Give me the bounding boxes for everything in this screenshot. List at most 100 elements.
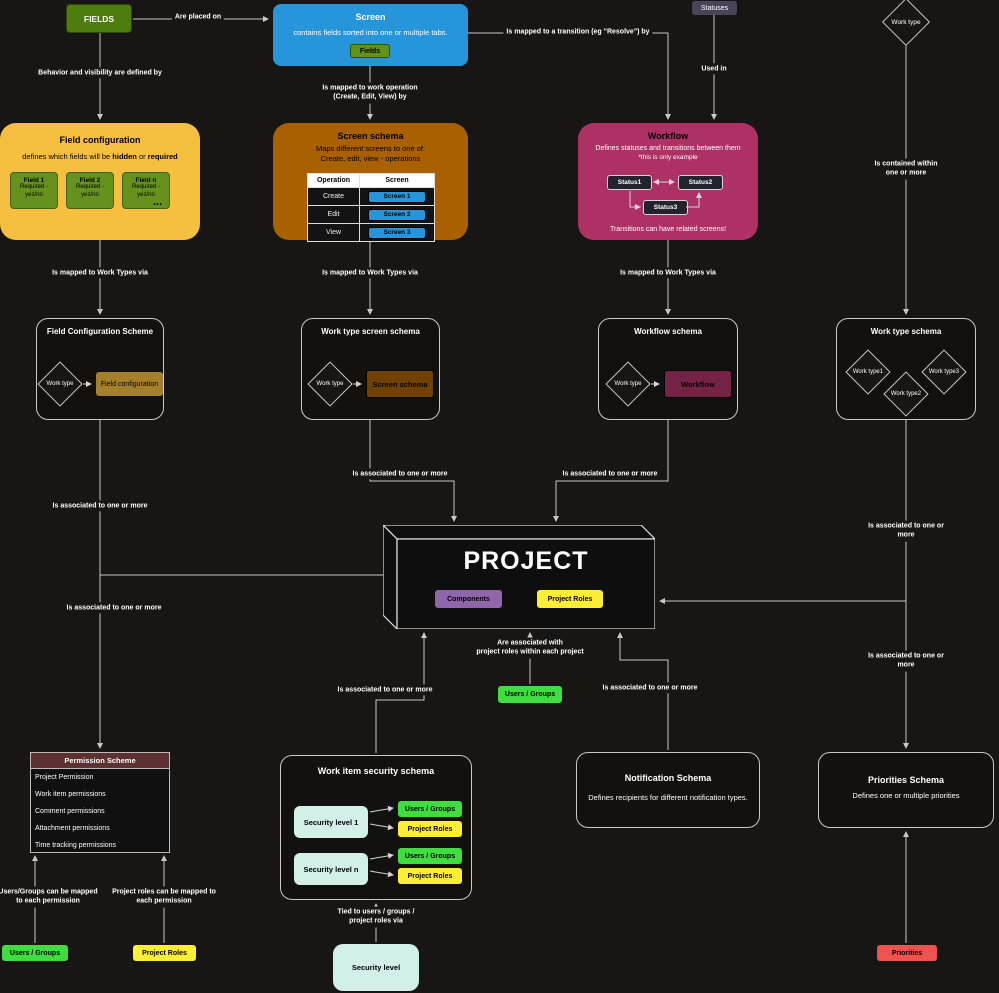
- edge-label-behavior-visibility: Behavior and visibility are defined by: [35, 67, 165, 79]
- screen-node[interactable]: Screen contains fields sorted into one o…: [273, 4, 468, 66]
- edge-label-associated-one-or-more: Is associated to one or more: [599, 682, 701, 694]
- work-type3-diamond[interactable]: Work type3: [918, 349, 970, 395]
- workflow-chip[interactable]: Workflow: [664, 370, 732, 398]
- edge-label-users-groups-mapped: Users/Groups can be mapped to each permi…: [0, 886, 101, 908]
- work-type2-diamond[interactable]: Work type2: [880, 371, 932, 417]
- users-groups-chip[interactable]: Users / Groups: [398, 801, 462, 817]
- edge-label-contained-within: Is contained within one or more: [871, 158, 941, 180]
- screen-schema-card[interactable]: Screen schema Maps different screens to …: [273, 123, 468, 242]
- edge-label-associated-one-or-more: Is associated to one or more: [334, 684, 436, 696]
- project-title: PROJECT: [463, 547, 589, 575]
- fields-button[interactable]: Fields: [350, 44, 390, 58]
- permission-row: Attachment permissions: [35, 825, 110, 832]
- field-ellipsis: ...: [153, 196, 163, 208]
- permission-scheme-header: Permission Scheme: [31, 753, 169, 769]
- status3-chip[interactable]: Status3: [643, 200, 688, 215]
- work-type-screen-schema-title: Work type screen schema: [321, 327, 420, 336]
- screen-schema-chip[interactable]: Screen schema: [366, 370, 434, 398]
- security-level-bottom-chip[interactable]: Security level: [333, 944, 419, 991]
- work-type-diamond[interactable]: Work type: [36, 361, 84, 407]
- notification-schema[interactable]: Notification Schema Defines recipients f…: [576, 752, 760, 828]
- workflow-footer: Transitions can have related screens!: [609, 226, 727, 233]
- notification-schema-title: Notification Schema: [624, 773, 712, 783]
- permission-row: Work item permissions: [35, 791, 106, 798]
- table-header-operation: Operation: [308, 174, 360, 187]
- edge-label-tied-to-via: Tied to users / groups / project roles v…: [334, 906, 418, 928]
- fields-label: FIELDS: [83, 13, 115, 24]
- operation-cell: Create: [308, 188, 360, 205]
- operation-cell: View: [308, 224, 360, 241]
- work-item-security-schema-title: Work item security schema: [317, 766, 435, 776]
- edge-label-used-in: Used in: [698, 63, 730, 75]
- project-3d-box: [381, 523, 657, 631]
- edge-label-associated-one-or-more: Is associated to one or more: [859, 520, 953, 542]
- users-groups-chip[interactable]: Users / Groups: [398, 848, 462, 864]
- screen-3-chip[interactable]: Screen 3: [368, 226, 426, 239]
- work-type1-diamond[interactable]: Work type1: [842, 349, 894, 395]
- operation-cell: Edit: [308, 206, 360, 223]
- screen-1-chip[interactable]: Screen 1: [368, 190, 426, 203]
- workflow-body2: *this is only example: [638, 154, 698, 161]
- edge-label-mapped-to-work-types: Is mapped to Work Types via: [319, 267, 421, 279]
- permission-scheme[interactable]: Permission Scheme Project Permission Wor…: [30, 752, 170, 853]
- permission-row: Comment permissions: [35, 808, 105, 815]
- notification-schema-body: Defines recipients for different notific…: [588, 793, 748, 802]
- priorities-schema-body: Defines one or multiple priorities: [852, 791, 960, 800]
- table-row: Create Screen 1: [308, 187, 434, 205]
- edge-label-associated-one-or-more: Is associated to one or more: [63, 602, 165, 614]
- field-configuration-body: defines which fields will be hidden or r…: [22, 152, 178, 161]
- fields-node[interactable]: FIELDS: [66, 4, 132, 33]
- screen-body: contains fields sorted into one or multi…: [293, 28, 448, 37]
- table-row: Edit Screen 2: [308, 205, 434, 223]
- components-chip[interactable]: Components: [435, 590, 502, 608]
- project-roles-chip[interactable]: Project Roles: [537, 590, 603, 608]
- edge-label-project-roles-mapped: Project roles can be mapped to each perm…: [109, 886, 219, 908]
- field-chip-2[interactable]: Field 2 Required - yes/no: [66, 172, 114, 209]
- field-configuration-scheme-title: Field Configuration Scheme: [46, 327, 154, 336]
- project-node[interactable]: PROJECT Components Project Roles: [381, 523, 657, 631]
- priorities-schema-title: Priorities Schema: [867, 775, 945, 785]
- work-type-diamond-top[interactable]: Work type: [878, 0, 934, 47]
- screen-title: Screen: [355, 12, 386, 22]
- status2-chip[interactable]: Status2: [678, 175, 723, 190]
- security-level-n-chip[interactable]: Security level n: [294, 853, 368, 885]
- users-groups-bottom-chip[interactable]: Users / Groups: [2, 945, 68, 961]
- work-type-diamond[interactable]: Work type: [604, 361, 652, 407]
- edge-label-mapped-to-transition: Is mapped to a transition (eg "Resolve")…: [503, 26, 653, 38]
- work-type-schema-title: Work type schema: [870, 327, 942, 336]
- work-type-diamond-top-label: Work type: [891, 18, 921, 26]
- project-roles-chip[interactable]: Project Roles: [398, 821, 462, 837]
- edge-label-mapped-to-work-types: Is mapped to Work Types via: [617, 267, 719, 279]
- edge-label-are-placed-on: Are placed on: [171, 11, 225, 23]
- permission-row: Time tracking permissions: [35, 842, 117, 849]
- field-configuration-chip[interactable]: Field configuration: [96, 372, 163, 396]
- field-configuration-card[interactable]: Field configuration defines which fields…: [0, 123, 200, 240]
- edge-label-associated-one-or-more: Is associated to one or more: [559, 468, 661, 480]
- table-row: View Screen 3: [308, 223, 434, 241]
- security-level-1-chip[interactable]: Security level 1: [294, 806, 368, 838]
- priorities-schema[interactable]: Priorities Schema Defines one or multipl…: [818, 752, 994, 828]
- edge-label-mapped-to-work-operation: Is mapped to work operation (Create, Edi…: [319, 82, 421, 104]
- screen-schema-title: Screen schema: [337, 131, 404, 141]
- workflow-body1: Defines statuses and transitions between…: [595, 145, 741, 152]
- project-roles-chip[interactable]: Project Roles: [398, 868, 462, 884]
- priorities-bottom-chip[interactable]: Priorities: [877, 945, 937, 961]
- workflow-card[interactable]: Workflow Defines statuses and transition…: [578, 123, 758, 240]
- screen-2-chip[interactable]: Screen 2: [368, 208, 426, 221]
- edge-label-associated-one-or-more: Is associated to one or more: [349, 468, 451, 480]
- field-chip-1[interactable]: Field 1 Required - yes/no: [10, 172, 58, 209]
- permission-row: Project Permission: [35, 774, 94, 781]
- status1-chip[interactable]: Status1: [607, 175, 652, 190]
- project-roles-bottom-chip[interactable]: Project Roles: [133, 945, 196, 961]
- field-configuration-title: Field configuration: [59, 135, 141, 145]
- edge-label-associated-with-project-roles: Are associated with project roles within…: [473, 637, 587, 659]
- statuses-tag[interactable]: Statuses: [692, 1, 737, 15]
- edge-label-associated-one-or-more: Is associated to one or more: [859, 650, 953, 672]
- users-groups-center-chip[interactable]: Users / Groups: [498, 686, 562, 703]
- edge-label-mapped-to-work-types: Is mapped to Work Types via: [49, 267, 151, 279]
- table-header-screen: Screen: [385, 177, 409, 184]
- field-chip-n[interactable]: Field n Required - yes/no: [122, 172, 170, 209]
- work-type-diamond[interactable]: Work type: [306, 361, 354, 407]
- workflow-schema-title: Workflow schema: [634, 327, 702, 336]
